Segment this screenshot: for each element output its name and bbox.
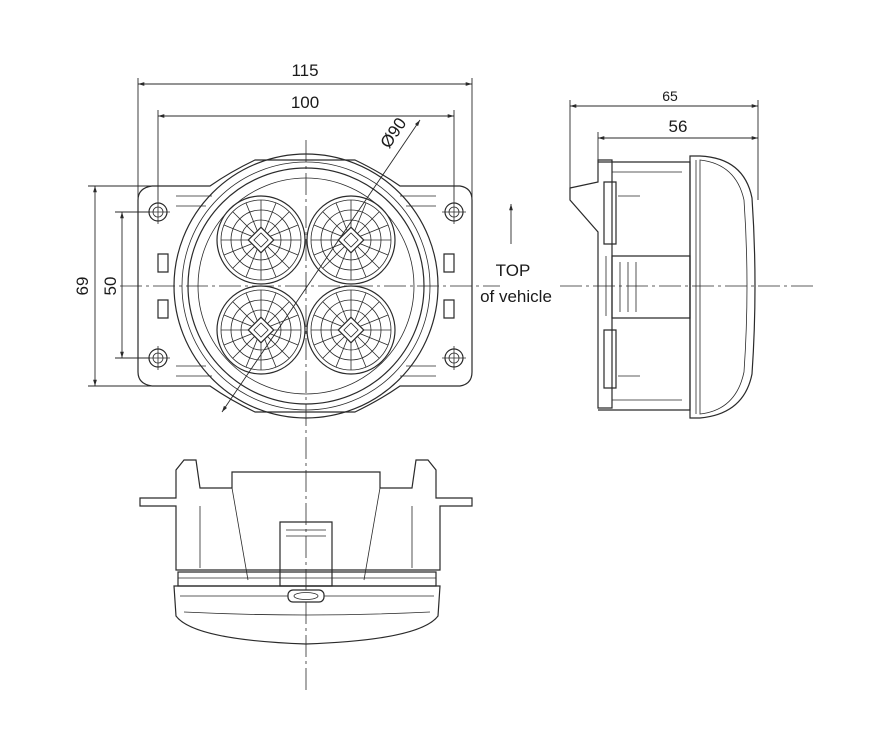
side-housing-details — [605, 171, 682, 401]
left-clips — [157, 253, 169, 319]
led-reflector-top-left — [216, 195, 306, 285]
of-vehicle-label: of vehicle — [480, 287, 552, 306]
dim-hole-spacing-horizontal: 100 — [291, 93, 319, 112]
bottom-housing-outline — [139, 459, 473, 571]
bottom-base-plate — [177, 571, 437, 587]
dim-line-diameter — [221, 119, 421, 413]
side-lens-inner — [699, 159, 748, 415]
dim-hole-spacing-vertical: 50 — [101, 277, 120, 296]
top-indicator: TOP of vehicle — [480, 204, 552, 306]
logo-emblem-icon — [293, 592, 319, 600]
side-connector — [611, 255, 691, 319]
bottom-view — [139, 459, 473, 645]
side-lens — [689, 155, 756, 419]
top-label: TOP — [496, 261, 531, 280]
led-reflector-bottom-left — [216, 285, 306, 375]
led-reflector-top-right — [306, 195, 396, 285]
side-view — [560, 155, 815, 419]
dim-lens-diameter: Ø90 — [377, 114, 411, 151]
bolt-hole-top-right — [441, 199, 467, 225]
dim-overall-width: 115 — [291, 61, 318, 80]
flange-ribs-left — [176, 195, 212, 377]
led-reflector-bottom-right — [306, 285, 396, 375]
bottom-lens — [173, 585, 441, 645]
dim-side-total-depth: 65 — [662, 88, 678, 104]
side-dimensions: 65 56 — [569, 88, 759, 200]
bottom-housing-details — [199, 487, 413, 581]
side-flange — [569, 159, 613, 409]
side-connector-ribs — [619, 262, 637, 312]
front-view — [120, 140, 500, 690]
dim-overall-height: 69 — [73, 277, 92, 296]
dim-side-body-depth: 56 — [669, 117, 688, 136]
side-clips — [603, 181, 617, 389]
bolt-hole-bottom-right — [441, 345, 467, 371]
logo-badge — [287, 589, 325, 603]
bottom-connector-ribs — [286, 529, 326, 537]
right-clips — [443, 253, 455, 319]
